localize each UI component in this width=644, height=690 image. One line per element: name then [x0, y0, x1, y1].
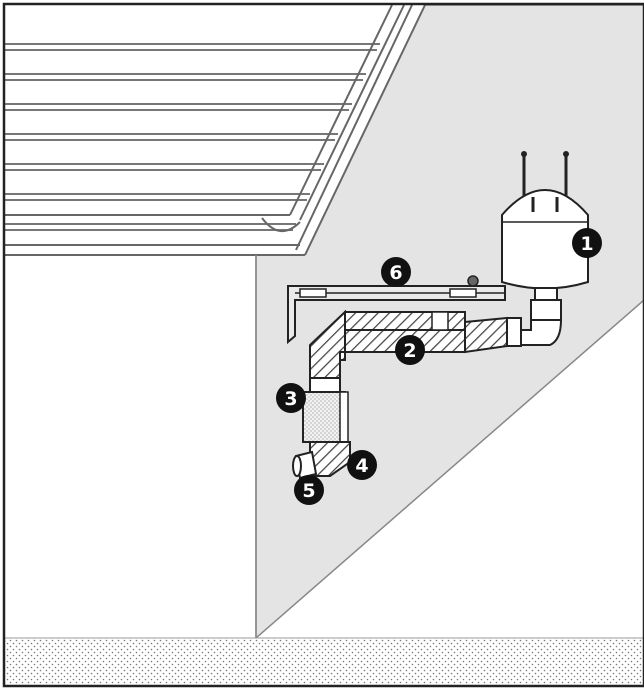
mounting-bracket: [287, 275, 506, 345]
callout-6: 6: [381, 257, 411, 287]
callout-4-label: 4: [355, 455, 368, 477]
callout-3-label: 3: [284, 388, 297, 410]
callout-5-label: 5: [302, 480, 315, 502]
elbow-fitting: [506, 287, 563, 347]
callout-1: 1: [572, 228, 602, 258]
lower-elbow: [292, 441, 351, 480]
callout-4: 4: [347, 450, 377, 480]
callout-3: 3: [276, 383, 306, 413]
roof-eave: [5, 4, 426, 256]
callout-2-label: 2: [403, 340, 416, 362]
callout-6-label: 6: [389, 262, 402, 284]
callout-2: 2: [395, 335, 425, 365]
callout-1-label: 1: [580, 233, 593, 255]
callout-5: 5: [294, 475, 324, 505]
ground: [5, 638, 644, 686]
coupling: [302, 377, 349, 443]
unit: [501, 151, 589, 290]
